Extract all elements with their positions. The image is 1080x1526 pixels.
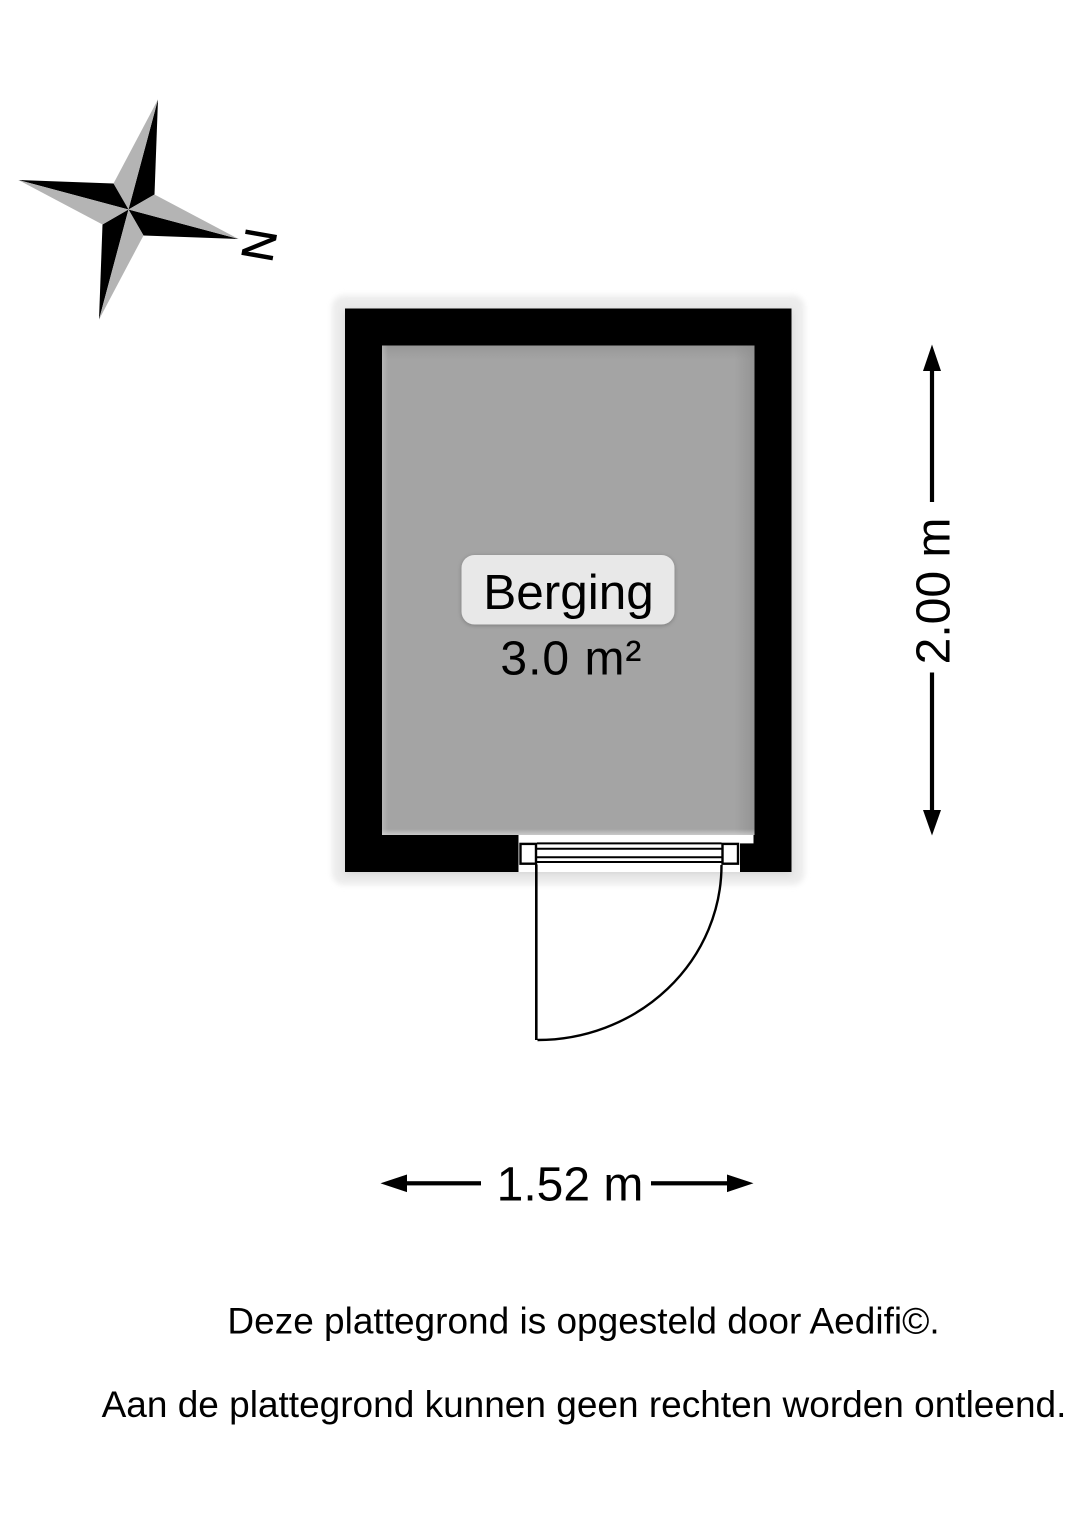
svg-text:Deze plattegrond is opgesteld: Deze plattegrond is opgesteld door Aedif… (227, 1300, 939, 1341)
svg-text:N: N (231, 224, 287, 265)
svg-text:Berging: Berging (483, 565, 654, 620)
svg-text:2.00 m: 2.00 m (907, 518, 960, 665)
svg-text:Aan de plattegrond kunnen geen: Aan de plattegrond kunnen geen rechten w… (102, 1384, 1067, 1425)
svg-text:3.0 m²: 3.0 m² (500, 633, 642, 686)
svg-text:1.52 m: 1.52 m (497, 1159, 644, 1212)
